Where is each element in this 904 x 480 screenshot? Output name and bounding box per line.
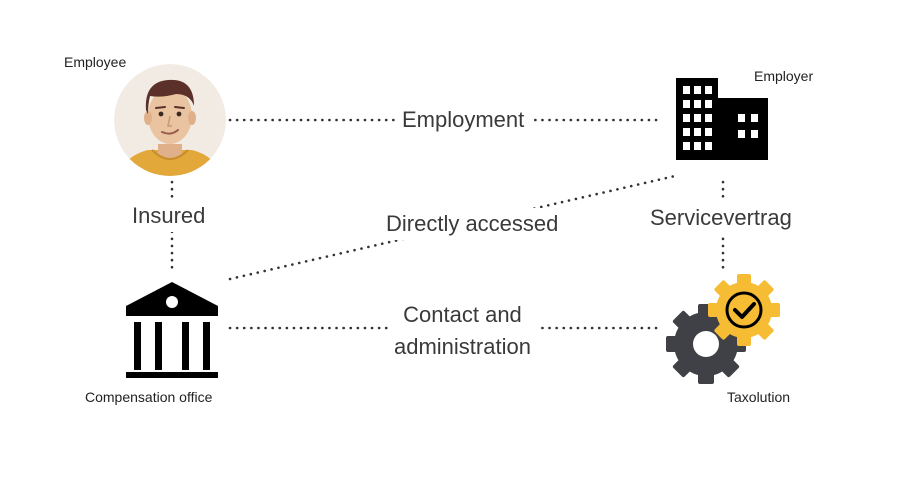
contact-label-line1: Contact and: [403, 302, 522, 327]
person-avatar-icon: [114, 64, 226, 176]
compensation-office-caption: Compensation office: [85, 389, 213, 405]
employer-node: [674, 76, 770, 162]
contact-administration-label: Contact and administration: [388, 299, 537, 363]
contact-label-line2: administration: [394, 334, 531, 359]
employer-caption: Employer: [754, 68, 814, 84]
employee-caption: Employee: [64, 54, 127, 70]
office-building-icon: [676, 78, 768, 160]
compensation-office-node: [124, 280, 220, 380]
employment-label: Employment: [396, 104, 531, 136]
gears-check-icon: [666, 274, 780, 384]
servicevertrag-label: Servicevertrag: [646, 202, 796, 234]
taxolution-caption: Taxolution: [727, 389, 791, 405]
taxolution-node: [664, 272, 784, 388]
dark-gear: [666, 304, 746, 384]
directly-accessed-label: Directly accessed: [380, 208, 565, 240]
insured-label: Insured: [126, 200, 212, 232]
yellow-gear: [708, 274, 780, 346]
institution-building-icon: [126, 282, 218, 378]
employee-node: [114, 64, 226, 176]
